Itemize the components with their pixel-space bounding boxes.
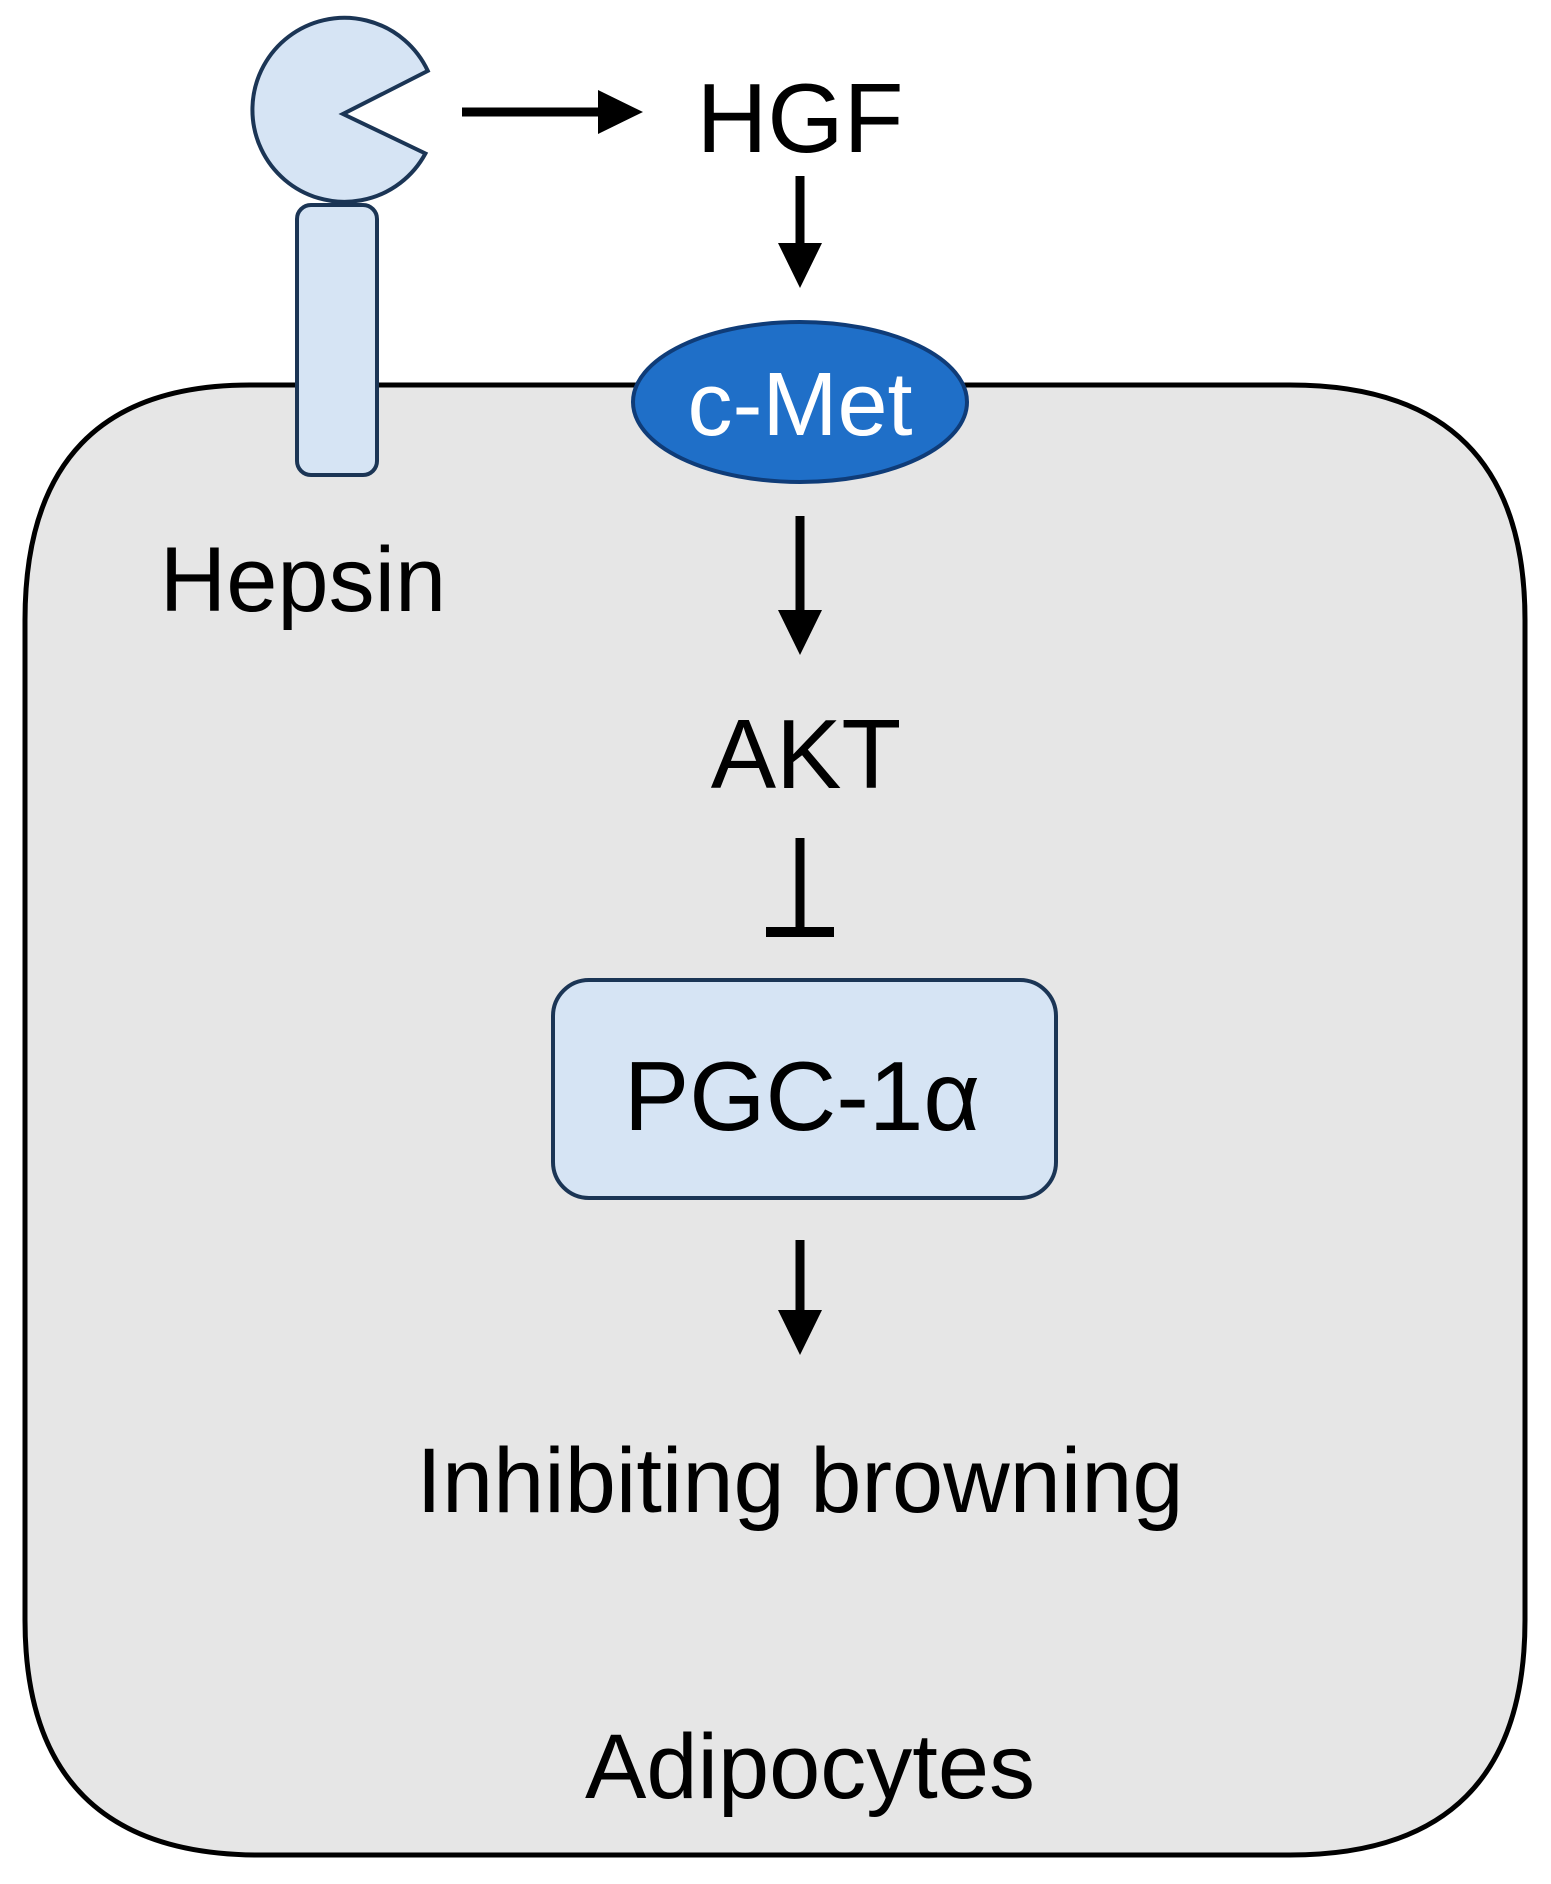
hgf-label: HGF — [697, 63, 904, 173]
arrow-cmet-to-akt — [778, 516, 822, 655]
outcome-label: Inhibiting browning — [416, 1430, 1183, 1532]
hepsin-label: Hepsin — [160, 529, 446, 631]
arrow-hepsin-to-hgf — [462, 90, 643, 134]
akt-label: AKT — [711, 699, 902, 809]
hepsin-stem — [295, 203, 379, 477]
inhibition-akt-to-pgc1a — [766, 838, 834, 937]
cmet-receptor — [631, 320, 969, 484]
hepsin-protease-head — [250, 15, 431, 204]
arrow-pgc1a-to-outcome — [778, 1240, 822, 1355]
pgc1a-box — [551, 978, 1058, 1200]
arrow-hgf-to-cmet — [778, 176, 822, 288]
pgc1a-label: PGC-1α — [624, 1041, 980, 1151]
cell-label: Adipocytes — [585, 1716, 1035, 1818]
cmet-label: c-Met — [688, 355, 913, 455]
